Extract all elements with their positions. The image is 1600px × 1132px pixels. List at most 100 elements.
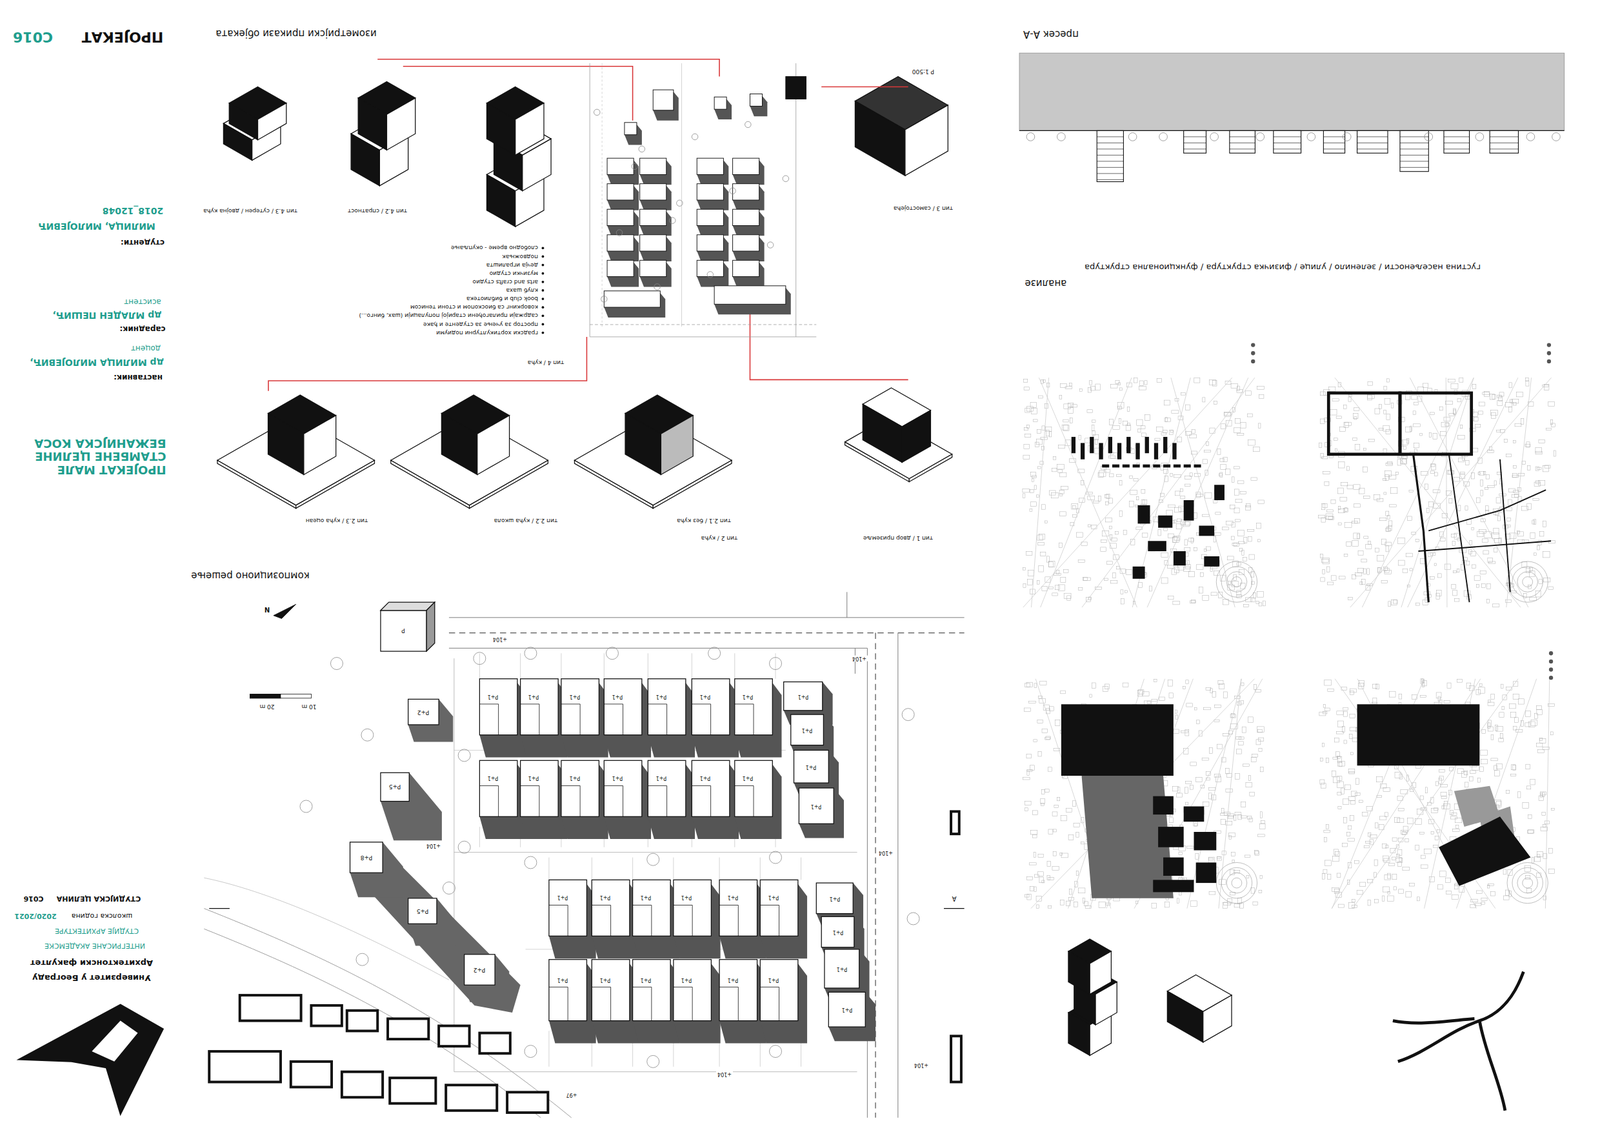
map-texture bbox=[1106, 561, 1113, 565]
map-texture bbox=[1493, 528, 1499, 535]
map-texture bbox=[1457, 768, 1464, 773]
map-texture bbox=[1087, 409, 1093, 413]
map-texture bbox=[1434, 472, 1438, 477]
map-texture bbox=[1485, 474, 1490, 479]
map-texture bbox=[1536, 705, 1542, 710]
house-section bbox=[1400, 142, 1429, 144]
map-texture bbox=[1324, 836, 1328, 842]
building-shadow bbox=[464, 954, 510, 1002]
map-texture bbox=[1479, 766, 1484, 772]
map-texture bbox=[1164, 418, 1171, 422]
map-texture bbox=[1536, 742, 1543, 747]
map-texture bbox=[1418, 386, 1424, 392]
map-texture bbox=[1499, 712, 1504, 718]
map-texture bbox=[1036, 904, 1039, 908]
map-texture bbox=[1383, 409, 1386, 414]
map-texture bbox=[1469, 776, 1473, 781]
map-texture bbox=[1220, 458, 1224, 462]
map-texture bbox=[1393, 886, 1397, 890]
map-texture bbox=[1456, 678, 1462, 682]
map-texture bbox=[1352, 899, 1355, 902]
tree-symbol bbox=[676, 200, 683, 206]
site-building bbox=[696, 158, 724, 175]
map-texture bbox=[1072, 505, 1076, 509]
map-texture bbox=[1041, 504, 1046, 510]
map-texture bbox=[1223, 691, 1228, 698]
map-texture bbox=[1389, 504, 1397, 507]
tree-symbol bbox=[1307, 132, 1316, 142]
tree-symbol bbox=[647, 852, 660, 866]
map-texture bbox=[1023, 378, 1028, 382]
map-texture bbox=[1194, 378, 1200, 383]
map-texture bbox=[1212, 691, 1217, 697]
map-texture bbox=[1385, 470, 1392, 477]
tree-symbol bbox=[356, 952, 369, 966]
map-texture bbox=[1069, 382, 1072, 386]
map-texture bbox=[1474, 417, 1479, 422]
map-texture bbox=[1527, 503, 1531, 510]
house-plan bbox=[734, 785, 754, 786]
map-texture bbox=[1347, 825, 1351, 830]
map-texture bbox=[1512, 465, 1517, 469]
map-texture bbox=[1052, 468, 1057, 472]
map-texture bbox=[1530, 532, 1535, 539]
map-texture bbox=[1058, 445, 1066, 449]
map-texture bbox=[1374, 859, 1379, 866]
map-texture bbox=[1352, 520, 1359, 523]
map-texture bbox=[1482, 392, 1490, 395]
map-texture bbox=[1080, 480, 1084, 485]
tree-symbol bbox=[1159, 132, 1168, 142]
map-texture bbox=[1073, 822, 1080, 827]
map-texture bbox=[1454, 598, 1460, 602]
map-texture bbox=[1487, 720, 1491, 726]
tree-symbol bbox=[767, 241, 773, 248]
map-texture bbox=[1260, 811, 1262, 818]
isometric-house bbox=[625, 413, 661, 475]
house-section bbox=[1096, 179, 1124, 180]
map-texture bbox=[1070, 418, 1073, 424]
map-texture bbox=[1440, 870, 1447, 877]
leader-line bbox=[821, 86, 908, 88]
map-street bbox=[1031, 377, 1050, 608]
map-texture bbox=[1340, 497, 1348, 502]
map-texture bbox=[1030, 886, 1035, 891]
site-building bbox=[652, 89, 674, 111]
tree-symbol bbox=[524, 1045, 537, 1058]
map-texture bbox=[1185, 680, 1189, 684]
tree-symbol bbox=[1026, 132, 1035, 142]
map-texture bbox=[1233, 542, 1239, 546]
map-texture bbox=[1052, 865, 1059, 870]
map-texture bbox=[1530, 719, 1538, 726]
map-texture bbox=[1494, 480, 1497, 486]
house-plan bbox=[520, 678, 559, 735]
site-building bbox=[603, 290, 660, 308]
tree-symbol bbox=[654, 283, 660, 290]
map-texture bbox=[1158, 529, 1162, 536]
map-texture bbox=[1363, 845, 1370, 848]
map-texture bbox=[1023, 454, 1030, 460]
house-plan bbox=[753, 785, 755, 817]
tree-symbol bbox=[458, 840, 471, 853]
map-texture bbox=[1548, 401, 1555, 407]
map-texture bbox=[1538, 540, 1542, 545]
house-section bbox=[1489, 136, 1519, 137]
house-plan bbox=[691, 785, 711, 786]
map-texture bbox=[1402, 458, 1408, 464]
map-texture bbox=[1153, 678, 1157, 682]
row-house-plan bbox=[790, 714, 824, 745]
bullet-dot bbox=[541, 323, 545, 326]
map-texture bbox=[1202, 459, 1208, 464]
plan-line bbox=[591, 857, 593, 880]
map-texture bbox=[1422, 383, 1429, 388]
map-texture bbox=[1209, 427, 1215, 433]
building-shadow bbox=[350, 841, 404, 897]
tree-symbol bbox=[605, 647, 619, 660]
map-texture bbox=[1320, 418, 1325, 424]
map-texture bbox=[1330, 575, 1337, 580]
map-texture bbox=[1514, 423, 1522, 427]
map-texture bbox=[1034, 441, 1039, 447]
map-texture bbox=[1383, 492, 1387, 495]
plan-line bbox=[560, 652, 562, 679]
house-section bbox=[1096, 172, 1124, 174]
map-texture bbox=[1367, 540, 1371, 545]
